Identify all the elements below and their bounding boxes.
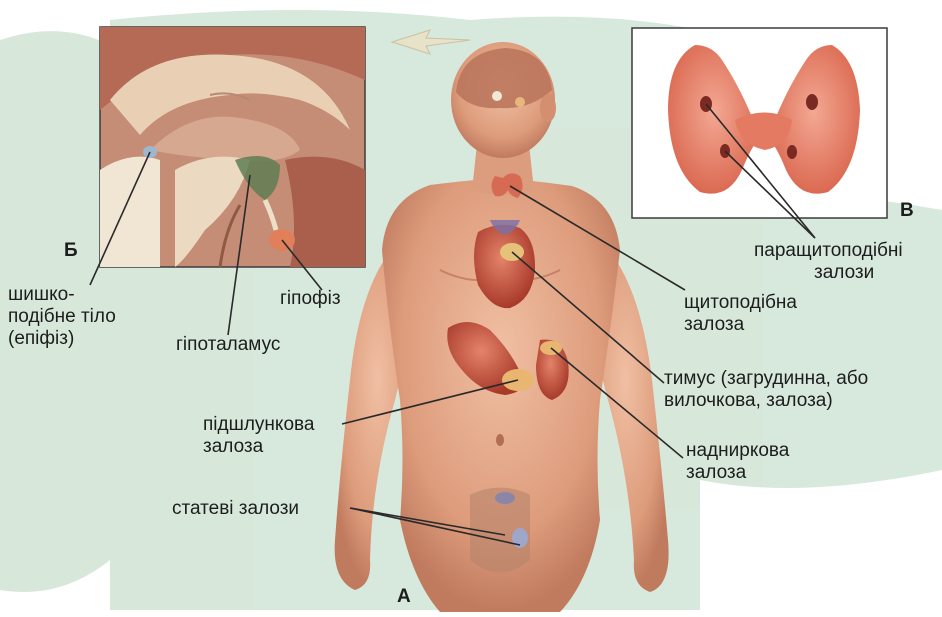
panel-label-b: Б [64, 240, 78, 262]
parathyroid-gland [806, 94, 818, 110]
label-gonads: статеві залози [172, 498, 299, 520]
label-parathyroid: паращитоподібні залози [754, 240, 903, 284]
inset-thyroid [632, 28, 887, 218]
label-thymus: тимус (загрудинна, або вилочкова, залоза… [664, 368, 868, 412]
label-thyroid: щитоподібна залоза [684, 292, 797, 336]
inset-brain [100, 27, 365, 267]
label-epiphysis: шишко- подібне тіло (епіфіз) [8, 284, 116, 350]
panel-label-c: В [900, 200, 914, 222]
head-gland-dot [492, 91, 502, 101]
parathyroid-gland [787, 145, 797, 159]
label-adrenal: надниркова залоза [686, 440, 789, 484]
panel-label-a: А [397, 586, 411, 608]
ear [540, 94, 556, 122]
head-gland-dot [515, 97, 525, 107]
label-hypothalamus: гіпоталамус [176, 334, 280, 356]
label-pancreas: підшлункова залоза [203, 414, 314, 458]
label-hypophysis: гіпофіз [280, 288, 341, 310]
